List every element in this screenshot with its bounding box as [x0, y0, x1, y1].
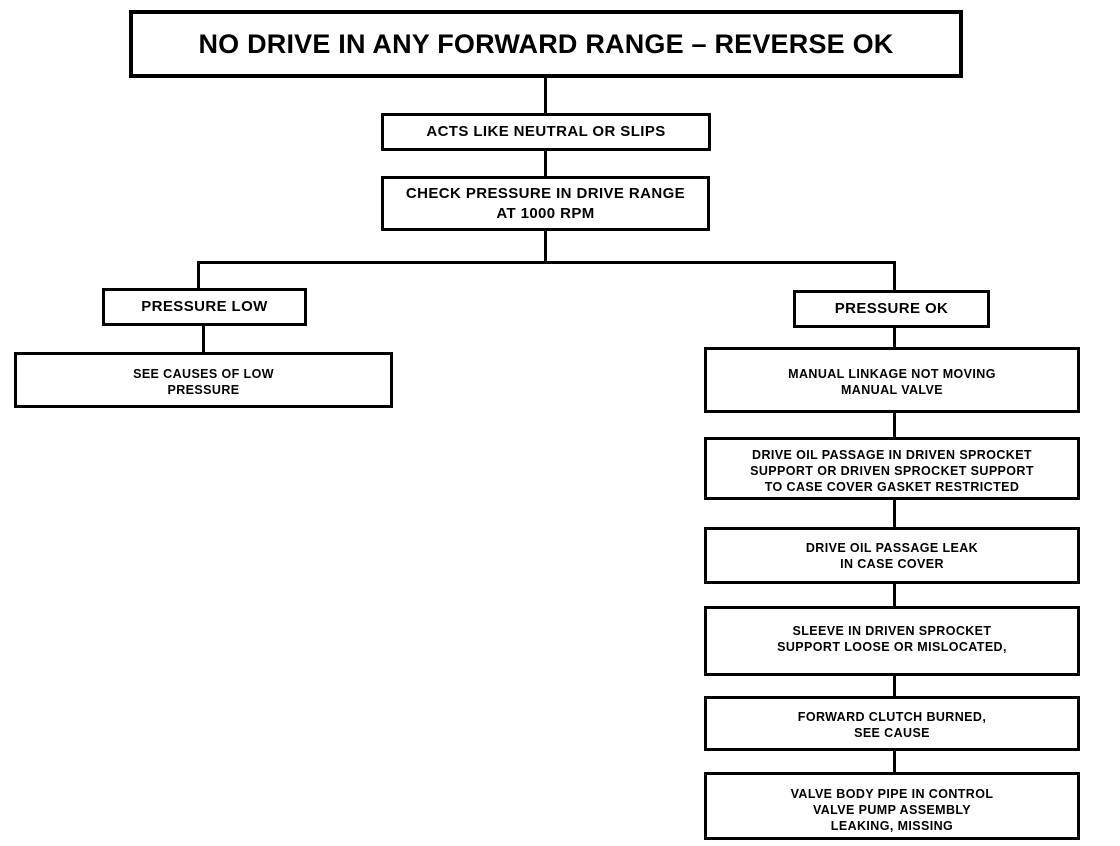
box-drive-oil-passage-leak-text: DRIVE OIL PASSAGE LEAK IN CASE COVER [805, 541, 979, 571]
box-sleeve-loose-or-mislocated: SLEEVE IN DRIVEN SPROCKET SUPPORT LOOSE … [704, 606, 1080, 676]
box-acts-like-neutral: ACTS LIKE NEUTRAL OR SLIPS [381, 113, 711, 151]
connector-split-to-pressure-low [197, 261, 200, 288]
chart-title-text: NO DRIVE IN ANY FORWARD RANGE – REVERSE … [198, 28, 894, 59]
chart-title-box: NO DRIVE IN ANY FORWARD RANGE – REVERSE … [129, 10, 963, 78]
box-manual-linkage: MANUAL LINKAGE NOT MOVING MANUAL VALVE [704, 347, 1080, 413]
box-check-pressure-text: CHECK PRESSURE IN DRIVE RANGE AT 1000 RP… [405, 185, 686, 222]
connector-sleeve-to-forward-clutch [893, 676, 896, 696]
box-forward-clutch-burned: FORWARD CLUTCH BURNED, SEE CAUSE [704, 696, 1080, 751]
connector-restricted-to-leak [893, 500, 896, 527]
box-forward-clutch-burned-text: FORWARD CLUTCH BURNED, SEE CAUSE [797, 710, 987, 740]
box-pressure-ok: PRESSURE OK [793, 290, 990, 328]
box-drive-oil-passage-restricted-text: DRIVE OIL PASSAGE IN DRIVEN SPROCKET SUP… [750, 448, 1034, 494]
box-drive-oil-passage-leak: DRIVE OIL PASSAGE LEAK IN CASE COVER [704, 527, 1080, 584]
box-pressure-low-text: PRESSURE LOW [141, 298, 268, 316]
box-pressure-ok-text: PRESSURE OK [834, 300, 949, 318]
connector-split-to-pressure-ok [893, 261, 896, 290]
box-see-causes-of-low-pressure-text: SEE CAUSES OF LOW PRESSURE [133, 367, 274, 397]
box-see-causes-of-low-pressure: SEE CAUSES OF LOW PRESSURE [14, 352, 393, 408]
box-acts-like-neutral-text: ACTS LIKE NEUTRAL OR SLIPS [426, 123, 666, 141]
box-pressure-low: PRESSURE LOW [102, 288, 307, 326]
box-drive-oil-passage-restricted: DRIVE OIL PASSAGE IN DRIVEN SPROCKET SUP… [704, 437, 1080, 500]
connector-title-to-symptom [544, 78, 547, 113]
connector-split-bar [197, 261, 896, 264]
box-manual-linkage-text: MANUAL LINKAGE NOT MOVING MANUAL VALVE [788, 367, 996, 397]
connector-check-to-split [544, 231, 547, 264]
connector-pressure-ok-to-manual-linkage [893, 328, 896, 347]
connector-pressure-low-to-causes [202, 326, 205, 352]
connector-symptom-to-check [544, 151, 547, 176]
box-valve-body-pipe-leaking: VALVE BODY PIPE IN CONTROL VALVE PUMP AS… [704, 772, 1080, 840]
box-sleeve-loose-or-mislocated-text: SLEEVE IN DRIVEN SPROCKET SUPPORT LOOSE … [777, 624, 1007, 654]
connector-leak-to-sleeve [893, 584, 896, 606]
box-valve-body-pipe-leaking-text: VALVE BODY PIPE IN CONTROL VALVE PUMP AS… [790, 787, 994, 833]
connector-forward-clutch-to-valve-body [893, 751, 896, 772]
box-check-pressure: CHECK PRESSURE IN DRIVE RANGE AT 1000 RP… [381, 176, 710, 231]
connector-manual-linkage-to-restricted [893, 413, 896, 437]
